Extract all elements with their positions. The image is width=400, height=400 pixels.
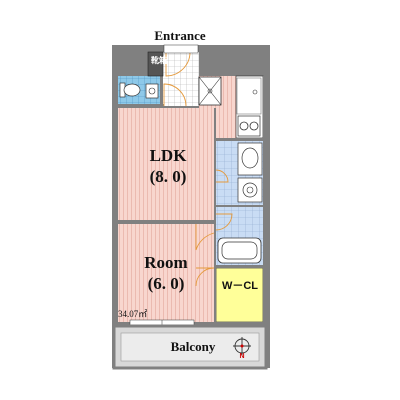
shoe-box [147, 51, 164, 77]
closet-label: W－CL [221, 280, 259, 292]
wash-basin [237, 142, 263, 176]
entrance-label: Entrance [154, 28, 206, 43]
entrance-floor [163, 52, 199, 106]
bathtub [217, 237, 262, 264]
ldk-title: LDK [149, 146, 187, 165]
room-title: Room [144, 253, 188, 272]
ldk-size: (8. 0) [149, 167, 187, 186]
room-floor [118, 224, 214, 322]
ldk-label: LDK (8. 0) [138, 145, 198, 187]
balcony-label: Balcony [170, 339, 216, 354]
shoe-box-label: 靴箱 [151, 56, 167, 65]
area-label: 34.07㎡ [118, 309, 148, 319]
entrance-door [165, 51, 191, 77]
fridge-space [236, 77, 262, 115]
washer-space [237, 177, 263, 203]
door-swings [163, 83, 233, 287]
stove [237, 115, 261, 137]
balcony-window [129, 319, 195, 326]
north-label: N [239, 353, 245, 360]
toilet-fixture [119, 82, 159, 99]
room-size: (6. 0) [147, 274, 185, 293]
ldk-floor [118, 108, 216, 220]
compass-icon [233, 337, 251, 355]
room-label: Room (6. 0) [136, 252, 196, 294]
